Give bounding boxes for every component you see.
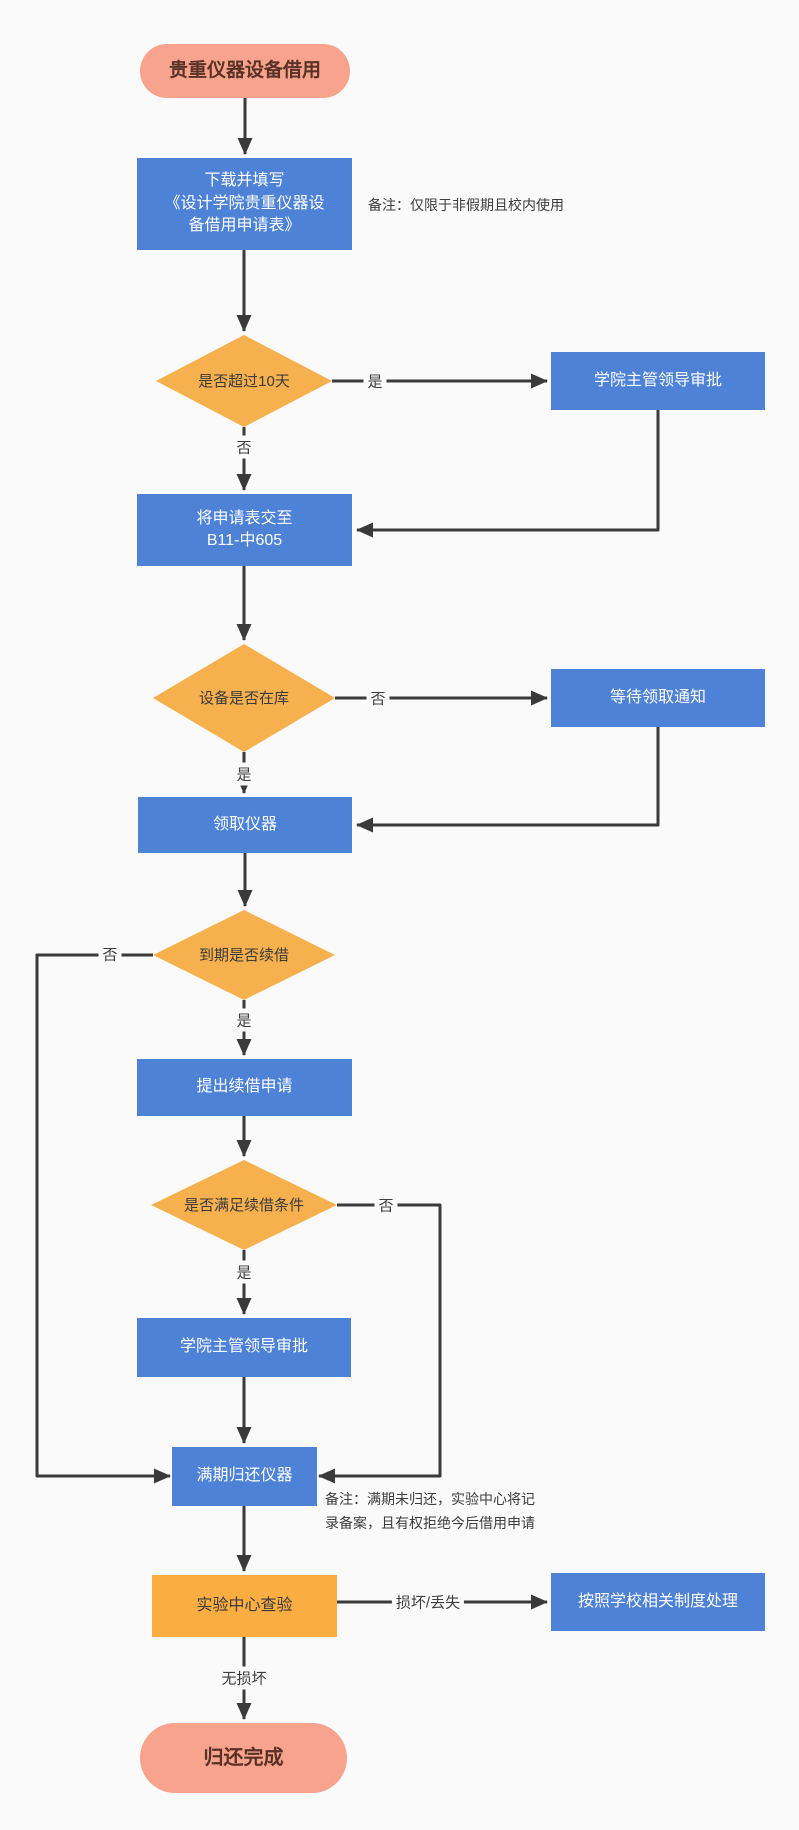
edge-label-no-renew: 否 bbox=[98, 942, 122, 966]
edge-label-damaged-lost: 损坏/丢失 bbox=[391, 1590, 465, 1614]
process-lab-center-inspection: 实验中心查验 bbox=[152, 1575, 337, 1637]
edge-label-yes-renew: 是 bbox=[232, 1008, 256, 1032]
process-pickup-instrument: 领取仪器 bbox=[138, 797, 352, 853]
process-school-regulations: 按照学校相关制度处理 bbox=[551, 1573, 765, 1631]
end-node: 归还完成 bbox=[140, 1723, 347, 1793]
edge-label-no-damage: 无损坏 bbox=[217, 1666, 271, 1690]
process-leader-approval-2: 学院主管领导审批 bbox=[137, 1318, 351, 1377]
edge-label-yes-conditions: 是 bbox=[232, 1260, 256, 1284]
process-wait-pickup-notice: 等待领取通知 bbox=[551, 669, 765, 727]
start-node: 贵重仪器设备借用 bbox=[140, 44, 350, 98]
edge-label-yes-over10: 是 bbox=[363, 369, 387, 393]
note-overdue-record: 备注：满期未归还，实验中心将记 录备案，且有权拒绝今后借用申请 bbox=[325, 1491, 535, 1531]
edge-label-no-over10: 否 bbox=[232, 435, 256, 459]
process-leader-approval-1: 学院主管领导审批 bbox=[551, 352, 765, 410]
edge-label-no-conditions: 否 bbox=[374, 1193, 398, 1217]
process-renewal-application: 提出续借申请 bbox=[137, 1059, 352, 1116]
process-return-on-expiry: 满期归还仪器 bbox=[172, 1447, 317, 1506]
note-campus-use-only: 备注：仅限于非假期且校内使用 bbox=[368, 197, 564, 213]
process-submit-form-b11: 将申请表交至 B11-中605 bbox=[137, 494, 352, 566]
edge-label-no-instock: 否 bbox=[366, 686, 390, 710]
process-download-form: 下载并填写 《设计学院贵重仪器设 备借用申请表》 bbox=[137, 158, 352, 250]
edge-label-yes-instock: 是 bbox=[232, 762, 256, 786]
